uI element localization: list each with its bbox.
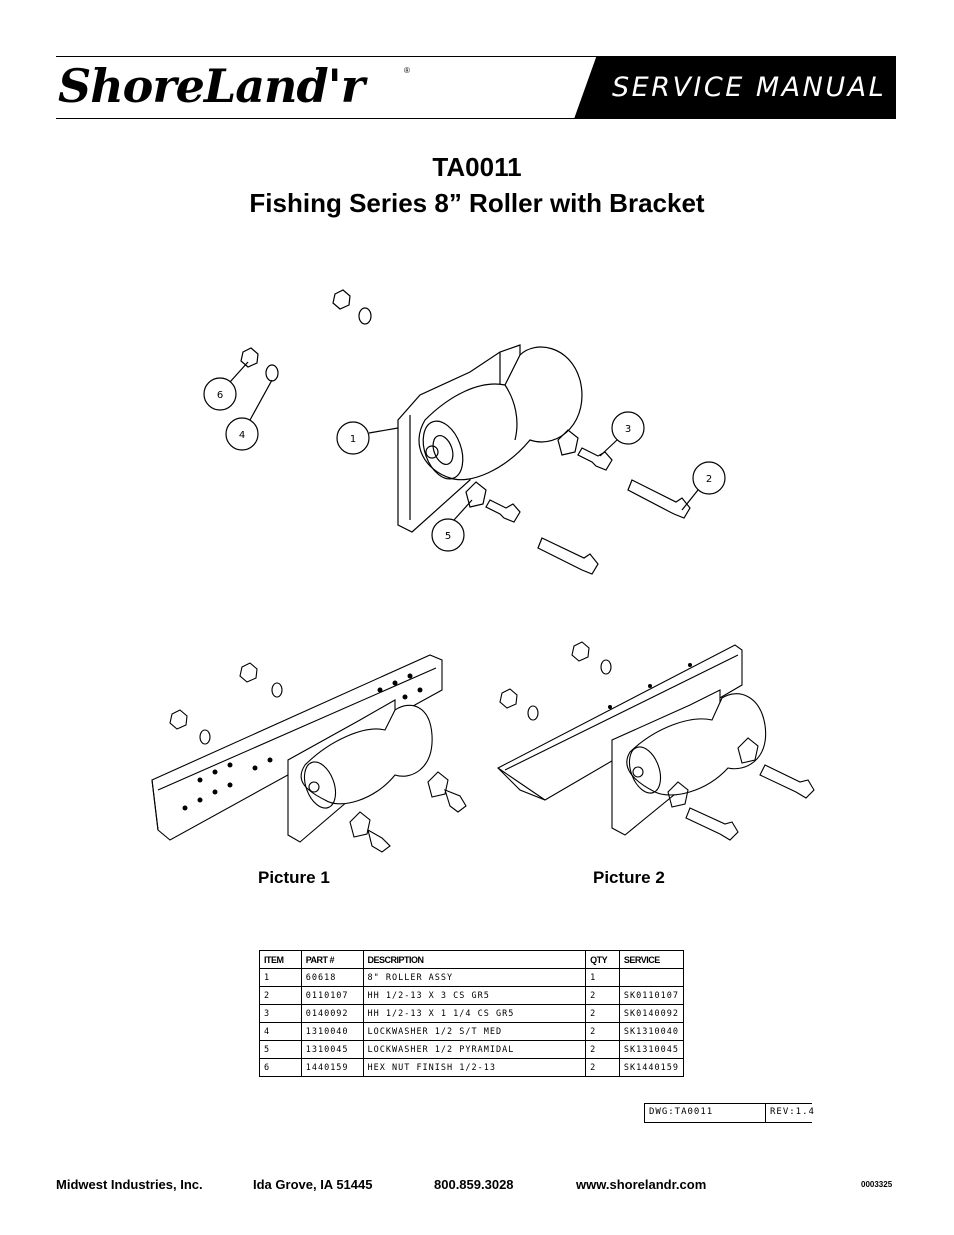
- callout-4: 4: [239, 430, 245, 441]
- cell-qty: 2: [585, 1058, 620, 1077]
- table-header-row: ITEM PART # DESCRIPTION QTY SERVICE: [259, 950, 685, 969]
- callout-3: 3: [625, 424, 631, 435]
- callout-1: 1: [350, 434, 356, 445]
- cell-description: HH 1/2-13 X 1 1/4 CS GR5: [362, 1004, 587, 1023]
- footer-location: Ida Grove, IA 51445: [253, 1177, 373, 1192]
- cell-item: 6: [259, 1058, 302, 1077]
- lockwasher: [358, 307, 372, 325]
- cell-part: 1310045: [300, 1040, 364, 1059]
- cell-part: 1440159: [300, 1058, 364, 1077]
- table-row: 2 0110107 HH 1/2-13 X 3 CS GR5 2 SK01101…: [259, 986, 685, 1005]
- table-row: 5 1310045 LOCKWASHER 1/2 PYRAMIDAL 2 SK1…: [259, 1040, 685, 1059]
- footer-company: Midwest Industries, Inc.: [56, 1177, 203, 1192]
- callout-2: 2: [706, 474, 712, 485]
- cell-item: 3: [259, 1004, 302, 1023]
- bolt-long: [627, 479, 691, 519]
- cell-description: LOCKWASHER 1/2 S/T MED: [362, 1022, 587, 1041]
- table-row: 4 1310040 LOCKWASHER 1/2 S/T MED 2 SK131…: [259, 1022, 685, 1041]
- cell-description: HH 1/2-13 X 3 CS GR5: [362, 986, 587, 1005]
- cell-service: SK1310045: [618, 1040, 685, 1059]
- revision-number: REV:1.4: [770, 1107, 815, 1117]
- cell-service: SK1440159: [618, 1058, 685, 1077]
- cell-item: 2: [259, 986, 302, 1005]
- cell-part: 0140092: [300, 1004, 364, 1023]
- service-manual-banner: SERVICE MANUAL: [574, 56, 896, 119]
- cell-item: 1: [259, 968, 302, 987]
- cell-description: 8" ROLLER ASSY: [362, 968, 587, 987]
- cell-service: SK1310040: [618, 1022, 685, 1041]
- roller: [418, 346, 583, 481]
- cell-service: SK0110107: [618, 986, 685, 1005]
- bolt-short: [577, 447, 613, 471]
- cell-item: 4: [259, 1022, 302, 1041]
- col-description: DESCRIPTION: [362, 950, 587, 969]
- table-row: 6 1440159 HEX NUT FINISH 1/2-13 2 SK1440…: [259, 1058, 685, 1077]
- cell-qty: 2: [585, 1004, 620, 1023]
- picture-2-illustration: [497, 641, 815, 841]
- cell-qty: 2: [585, 1022, 620, 1041]
- col-qty: QTY: [585, 950, 620, 969]
- table-row: 3 0140092 HH 1/2-13 X 1 1/4 CS GR5 2 SK0…: [259, 1004, 685, 1023]
- bolt-long: [537, 537, 599, 575]
- col-service: SERVICE: [618, 950, 685, 969]
- footer-phone: 800.859.3028: [434, 1177, 514, 1192]
- picture-1-caption: Picture 1: [258, 868, 330, 887]
- cell-qty: 1: [585, 968, 620, 987]
- cell-service: [618, 968, 685, 987]
- col-item: ITEM: [259, 950, 302, 969]
- header-bottom-rule: [56, 118, 896, 119]
- table-row: 1 60618 8" ROLLER ASSY 1: [259, 968, 685, 987]
- pyramidal-washer: [557, 429, 579, 456]
- picture-1-illustration: [151, 654, 467, 853]
- drawing-number: DWG:TA0011: [645, 1104, 766, 1122]
- service-manual-label: SERVICE MANUAL: [612, 72, 887, 103]
- cell-part: 0110107: [300, 986, 364, 1005]
- hex-nut: [240, 347, 259, 368]
- cell-part: 60618: [300, 968, 364, 987]
- cell-description: HEX NUT FINISH 1/2-13: [362, 1058, 587, 1077]
- cell-part: 1310040: [300, 1022, 364, 1041]
- callout-5: 5: [445, 531, 451, 542]
- cell-item: 5: [259, 1040, 302, 1059]
- cell-description: LOCKWASHER 1/2 PYRAMIDAL: [362, 1040, 587, 1059]
- footer-website-link[interactable]: www.shorelandr.com: [576, 1177, 707, 1192]
- header-top-rule: [56, 56, 896, 57]
- lockwasher: [265, 364, 279, 382]
- brand-logo: ShoreLand'r: [58, 59, 365, 113]
- drawing-number-block: DWG:TA0011 REV:1.4: [644, 1103, 815, 1123]
- registered-mark: ®: [404, 66, 410, 75]
- hex-nut: [332, 289, 351, 310]
- picture-2-caption: Picture 2: [593, 868, 665, 887]
- cell-qty: 2: [585, 986, 620, 1005]
- pyramidal-washer: [465, 481, 487, 508]
- document-code: TA0011: [432, 152, 522, 182]
- document-title: Fishing Series 8” Roller with Bracket: [249, 188, 705, 218]
- cell-service: SK0140092: [618, 1004, 685, 1023]
- bolt-short: [485, 499, 521, 523]
- document-number: 0003325: [861, 1180, 893, 1189]
- callout-6: 6: [217, 390, 223, 401]
- parts-table: ITEM PART # DESCRIPTION QTY SERVICE 1 60…: [259, 950, 685, 1077]
- col-part: PART #: [300, 950, 364, 969]
- cell-qty: 2: [585, 1040, 620, 1059]
